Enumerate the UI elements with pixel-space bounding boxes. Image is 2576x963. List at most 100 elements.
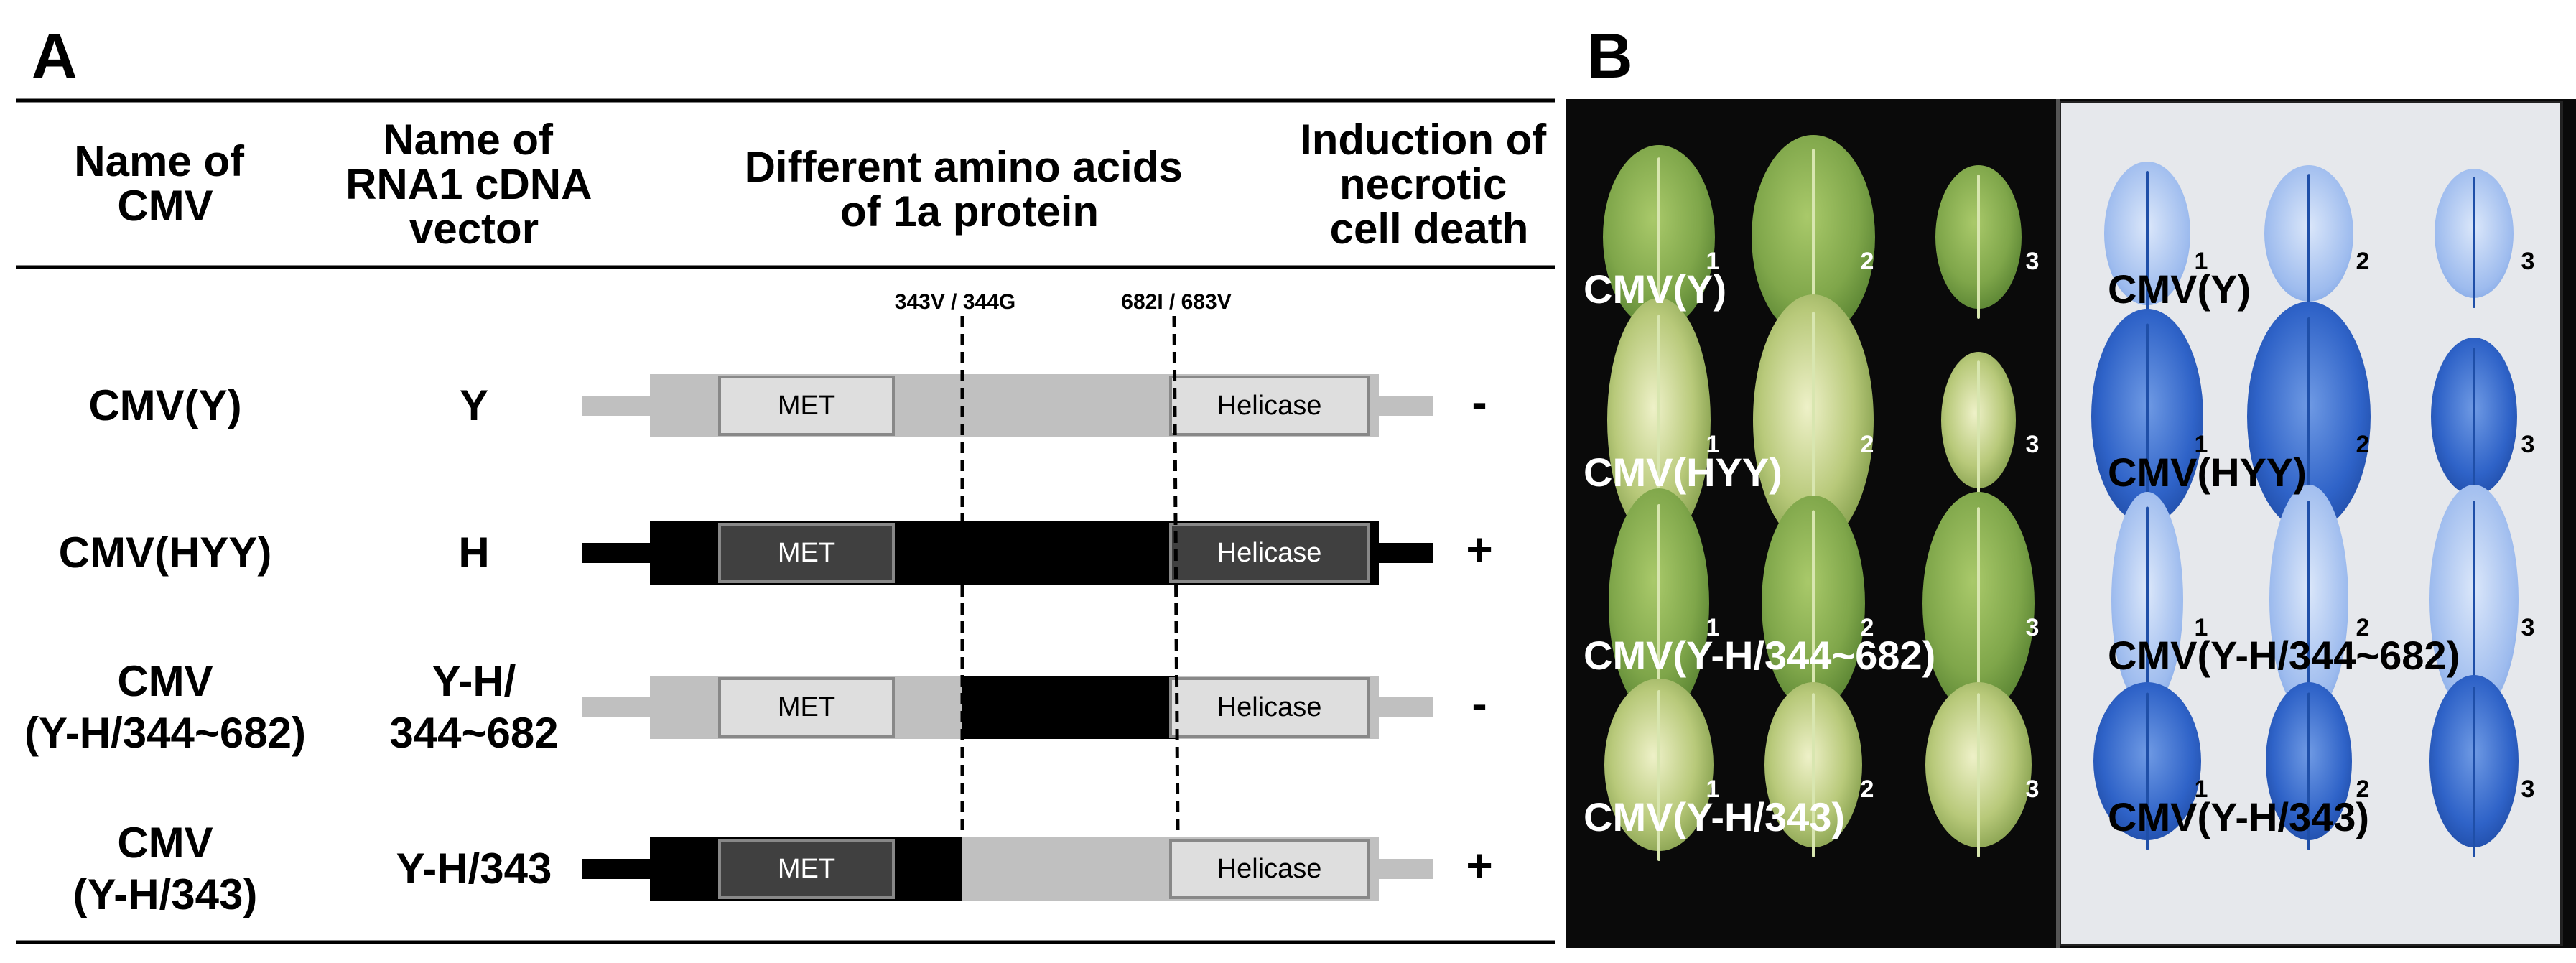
site-label-343-344: 343V / 344G [895,290,1015,314]
header-name-of-cmv-line-2: CMV [117,182,213,230]
leaf-number: 3 [2026,776,2040,803]
leaf-grid [1603,135,2519,861]
photo-row-label: CMV(HYY) [1584,450,1782,495]
header-induction-line-1: Induction of [1300,116,1547,164]
header-rna1-vector-line-1: Name of [383,116,554,164]
header-name-of-cmv-line-1: Name of [74,137,245,185]
row-vector-name: Y [460,381,488,429]
leaf-number: 3 [2026,248,2040,275]
leaf-photo [1925,682,2032,857]
row-cmv-name: CMV(Y-H/343) [73,819,258,918]
leaf-number: 1 [1706,248,1720,275]
leaf-photo [1935,165,2022,319]
row-vector-name: Y-H/343 [396,845,552,893]
leaf-photo [1764,682,1862,857]
protein-tail-right [1379,396,1433,416]
header-amino-acids-line-2: of 1a protein [840,187,1099,236]
leaf-number: 3 [2026,614,2040,641]
row-cmv-name-line: (Y-H/343) [73,870,258,918]
protein-segment-mid [962,676,1176,739]
row-cmv-name: CMV(Y-H/344~682) [24,657,306,757]
leaf-number: 2 [1861,776,1874,803]
header-induction-line-2: necrotic [1339,160,1507,208]
leaf-stained [2435,169,2514,308]
leaf-number: 1 [1706,776,1720,803]
leaf-number: 1 [2195,248,2208,275]
leaf-stained [2104,162,2190,315]
necrosis-sign: + [1466,839,1492,891]
row-cmv-name-line: CMV(Y) [88,381,241,429]
row-cmv-name-line: CMV [117,819,213,867]
row-vector-name-line: 344~682 [389,709,558,757]
leaf-number: 1 [2195,776,2208,803]
protein-tail-right [1379,697,1433,717]
header-amino-acids: Different amino acids of 1a protein [745,143,1195,236]
stain-row-label: CMV(Y-H/343) [2108,794,2369,839]
site-label-682-683: 682I / 683V [1121,290,1231,314]
protein-tail-right [1379,543,1433,563]
leaf-number: 1 [1706,614,1720,641]
protein-tail-right [1379,859,1433,879]
leaf-stained [2093,682,2201,850]
row-vector-name-line: Y-H/343 [396,845,552,893]
protein-tail-left [582,859,650,879]
leaf-photo [1604,679,1714,861]
stain-row-label: CMV(HYY) [2108,450,2307,495]
helicase-domain-box [1169,523,1370,583]
row-cmv-name-line: (Y-H/344~682) [24,709,306,757]
leaf-number: 3 [2521,614,2535,641]
panel-b-letter: B [1587,20,1633,91]
photo-row-label: CMV(Y-H/343) [1584,794,1845,839]
stain-row-label: CMV(Y-H/344~682) [2108,633,2460,678]
header-rna1-vector: Name of RNA1 cDNA vector [345,116,603,253]
leaf-number: 2 [2356,248,2370,275]
leaf-number: 1 [2195,614,2208,641]
met-domain-box [718,523,895,583]
leaf-number: 2 [2356,776,2370,803]
helicase-domain-label: Helicase [1217,692,1322,722]
leaf-stained [2266,682,2352,850]
photo-row-label: CMV(Y-H/344~682) [1584,633,1935,678]
protein-segment-mid [962,521,1176,585]
protein-tail-left [582,396,650,416]
row-cmv-name: CMV(Y) [88,381,241,429]
photo-row-label: CMV(Y) [1584,266,1726,312]
protein-tail-left [582,697,650,717]
row-vector-name-line: H [458,529,489,577]
leaf-number: 3 [2521,776,2535,803]
helicase-domain-label: Helicase [1217,854,1322,884]
necrosis-sign: + [1466,524,1492,575]
stain-row-label: CMV(Y) [2108,266,2251,312]
header-rna1-vector-line-3: vector [409,205,539,253]
protein-segment-mid [962,837,1176,901]
leaf-number: 2 [1861,431,1874,458]
leaf-number: 2 [1861,614,1874,641]
met-domain-box [718,677,895,738]
protein-segment-mid [962,374,1176,437]
leaf-stained [2264,165,2353,312]
leaf-number: 1 [1706,431,1720,458]
helicase-domain-box [1169,376,1370,436]
necrosis-sign: - [1471,678,1487,730]
helicase-domain-box [1169,677,1370,738]
header-induction-line-3: cell death [1330,205,1529,253]
leaf-number: 2 [2356,431,2370,458]
leaf-stained [2431,338,2517,506]
helicase-domain-label: Helicase [1217,391,1322,421]
row-cmv-name-line: CMV(HYY) [59,529,272,577]
met-domain-box [718,839,895,899]
met-domain-box [718,376,895,436]
site-line-682-683 [1172,315,1180,834]
leaf-number: 3 [2521,431,2535,458]
protein-tail-left [582,543,650,563]
row-vector-name-line: Y [460,381,488,429]
row-vector-name-line: Y-H/ [432,657,516,705]
leaf-stained [2111,492,2183,717]
leaf-number: 3 [2026,431,2040,458]
